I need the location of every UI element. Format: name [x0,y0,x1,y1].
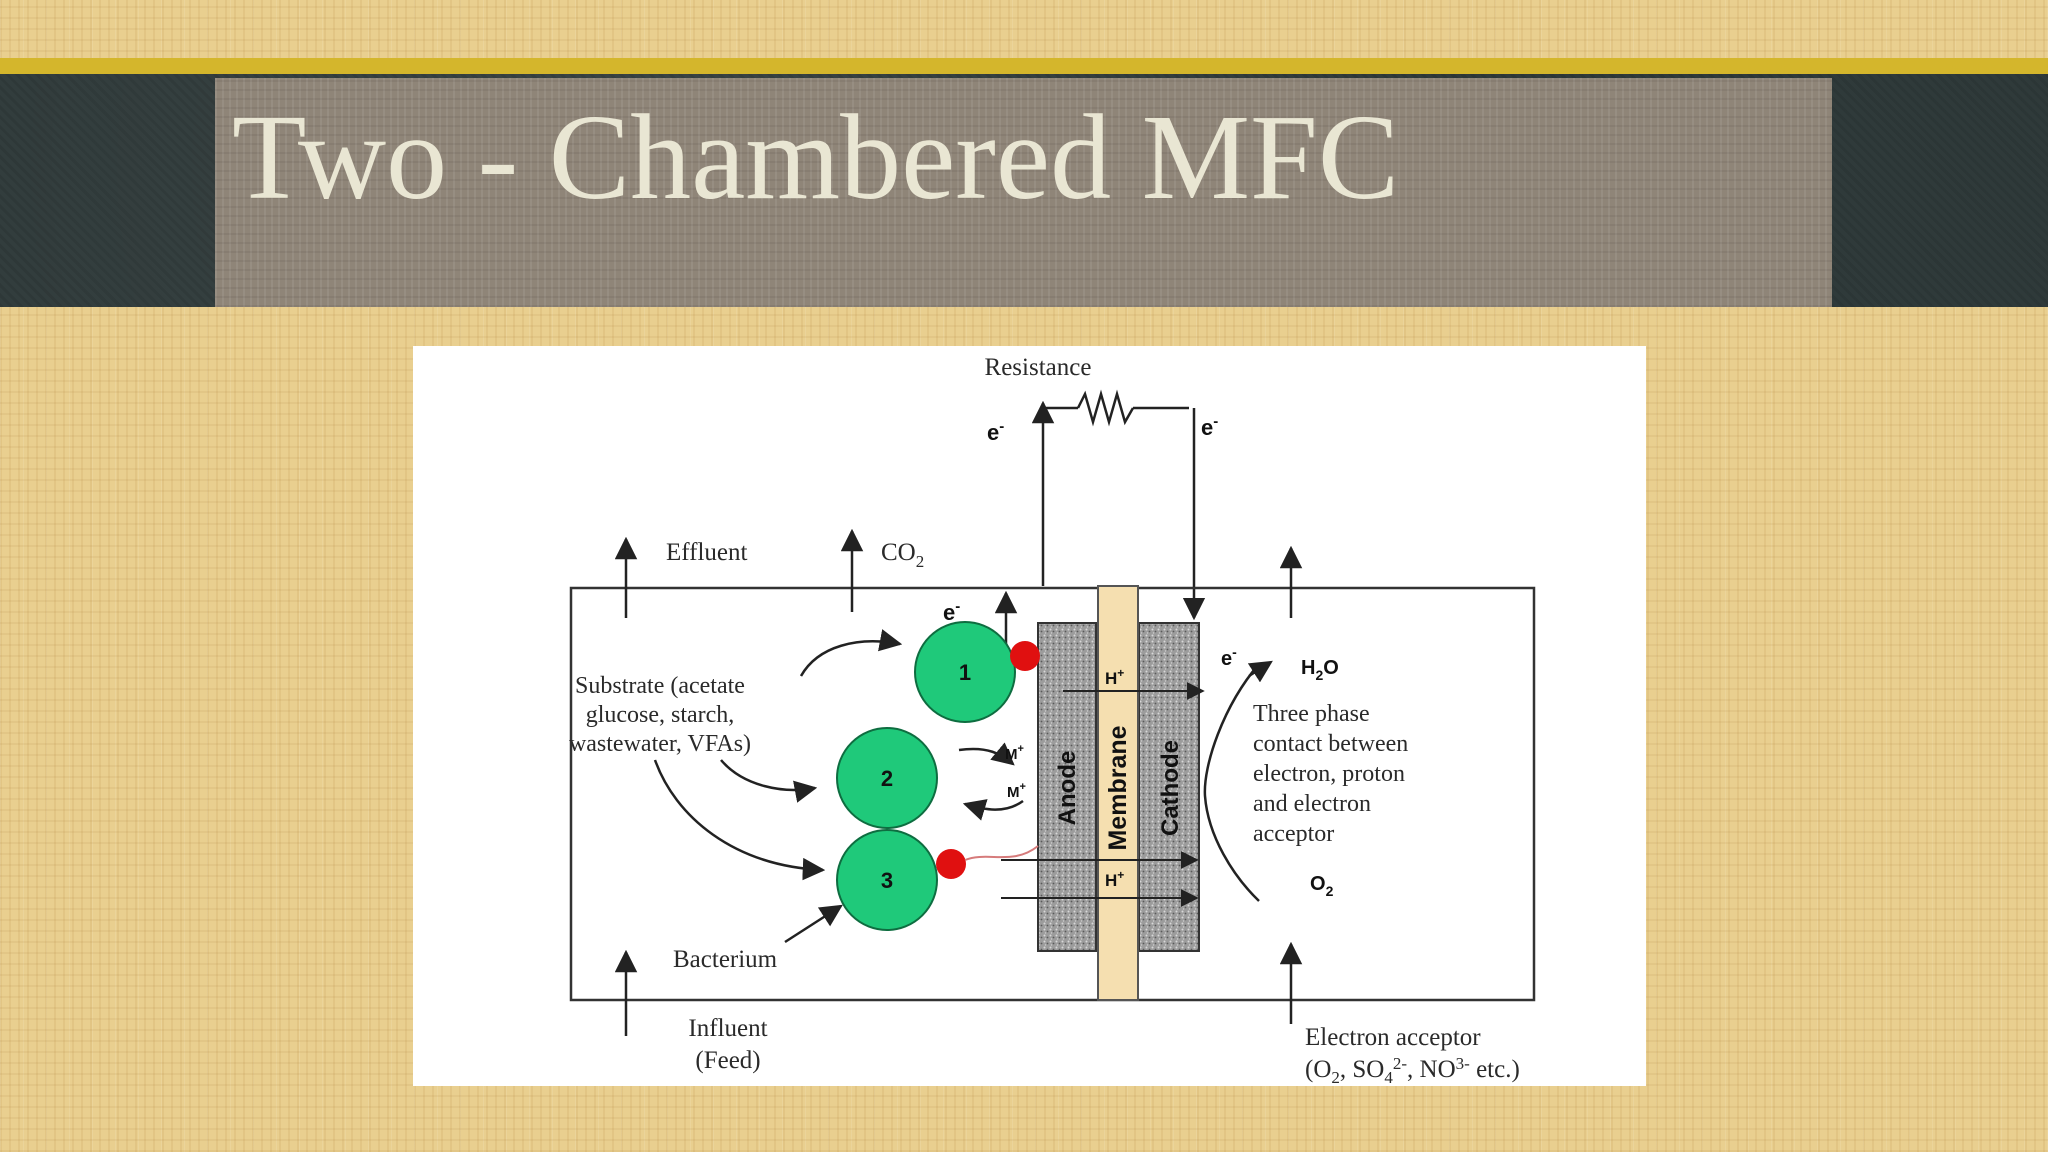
o2-label: O2 [1310,873,1334,899]
mediator-label-bottom: M+ [1007,781,1026,801]
reactor-tank [569,586,1536,1002]
cathode-label: Cathode [1157,740,1184,836]
three-phase-line-5: acceptor [1253,821,1334,847]
three-phase-line-3: electron, proton [1253,761,1405,787]
top-accent-stripe [0,58,2048,74]
resistor-icon [1076,389,1135,427]
influent-line-2: (Feed) [695,1047,760,1074]
substrate-arrow-3 [653,759,826,881]
substrate-line-2: glucose, starch, [586,702,735,728]
electron-acceptor-line-2: (O2, SO42-, NO3- etc.) [1305,1054,1520,1086]
bacterium-2 [836,727,938,829]
substrate-arrow-2 [720,759,818,803]
mediator-arrow-bottom [962,799,1024,821]
three-phase-line-4: and electron [1253,791,1371,817]
substrate-line-1: Substrate (acetate [575,673,745,699]
reaction-curve-arrow [1247,660,1273,683]
contact-point-3 [936,849,966,879]
bacterium-2-label: 2 [881,766,893,791]
electron-label-right: e- [1201,413,1218,440]
substrate-line-3: wastewater, VFAs) [569,731,751,757]
anode-electrode [1037,622,1097,952]
title-panel [215,78,1832,307]
substrate-arrow-1 [799,629,903,677]
bacterium-1-label: 1 [959,660,971,685]
mediator-label-top: M+ [1005,743,1024,763]
reaction-curve [1203,663,1260,902]
co2-label: CO2 [881,539,924,571]
bacterium-3-label: 3 [881,868,893,893]
electron-label-left: e- [987,418,1004,445]
mfc-diagram-figure: Resistance e- e- Effluent CO2 e- Anode M… [413,346,1646,1086]
bacterium-3 [836,829,938,931]
electron-acceptor-line-1: Electron acceptor [1305,1024,1481,1051]
membrane-label: Membrane [1104,725,1132,850]
three-phase-line-2: contact between [1253,731,1408,757]
proton-label-bottom: H+ [1105,868,1124,890]
contact-point-1 [1010,641,1040,671]
nanowire-link [964,845,1039,861]
bacterium-label: Bacterium [673,946,778,973]
proton-label-top: H+ [1105,666,1124,688]
effluent-label: Effluent [666,539,748,566]
anode-label: Anode [1054,751,1081,826]
electron-label-anode: e- [943,598,960,625]
bacterium-pointer-arrow [784,904,843,944]
resistance-label: Resistance [985,354,1092,381]
mediator-arrow-top [958,742,1015,766]
h2o-label: H2O [1301,657,1339,683]
mfc-diagram: Resistance e- e- Effluent CO2 e- Anode M… [569,354,1536,1086]
three-phase-line-1: Three phase [1253,701,1370,727]
electron-label-cathode: e- [1221,644,1237,670]
bacterium-1 [914,621,1016,723]
slide-title: Two - Chambered MFC [232,90,1400,225]
membrane [1097,585,1139,1001]
influent-line-1: Influent [688,1015,767,1042]
